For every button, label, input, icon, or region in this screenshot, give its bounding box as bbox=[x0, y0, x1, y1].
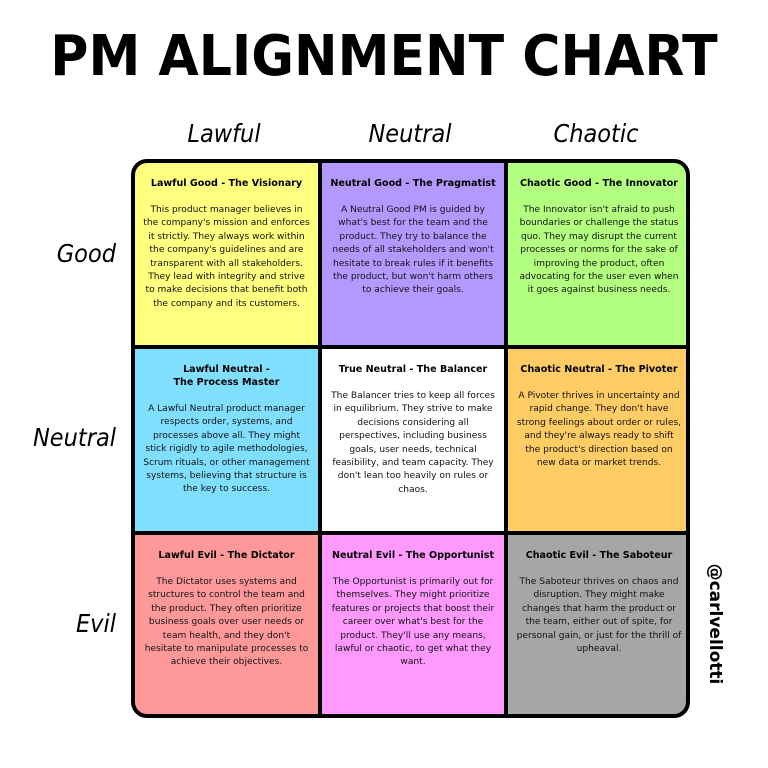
cell-description: The Opportunist is primarily out for the… bbox=[331, 577, 495, 668]
row-label-good: Good bbox=[56, 239, 116, 268]
cell-title: Neutral Good - The Pragmatist bbox=[330, 178, 496, 189]
cell-description: The Saboteur thrives on chaos and disrup… bbox=[516, 577, 682, 655]
cell-description: A Pivoter thrives in uncertainty and rap… bbox=[516, 391, 682, 469]
cell-true-neutral: True Neutral - The Balancer The Balancer… bbox=[322, 349, 504, 531]
cell-title: Neutral Evil - The Opportunist bbox=[331, 550, 495, 561]
cell-lawful-good: Lawful Good - The Visionary This product… bbox=[135, 163, 318, 345]
row-label-neutral: Neutral bbox=[32, 423, 116, 452]
cell-neutral-good: Neutral Good - The Pragmatist A Neutral … bbox=[322, 163, 504, 345]
column-label-chaotic: Chaotic bbox=[553, 119, 639, 148]
alignment-grid: Lawful Good - The Visionary This product… bbox=[131, 159, 690, 718]
cell-description: This product manager believes in the com… bbox=[143, 205, 310, 309]
cell-title: Lawful Neutral - The Process Master bbox=[173, 364, 280, 388]
cell-title: True Neutral - The Balancer bbox=[338, 364, 488, 375]
cell-title: Chaotic Good - The Innovator bbox=[519, 178, 679, 189]
cell-description: The Balancer tries to keep all forces in… bbox=[331, 391, 495, 495]
cell-title: Chaotic Neutral - The Pivoter bbox=[520, 364, 678, 375]
cell-chaotic-evil: Chaotic Evil - The Saboteur The Saboteur… bbox=[508, 535, 686, 714]
chart-title: PM ALIGNMENT CHART bbox=[50, 24, 718, 89]
column-label-lawful: Lawful bbox=[187, 119, 261, 148]
cell-title: Lawful Good - The Visionary bbox=[150, 178, 303, 189]
cell-title: Chaotic Evil - The Saboteur bbox=[525, 550, 673, 561]
cell-chaotic-good: Chaotic Good - The Innovator The Innovat… bbox=[508, 163, 686, 345]
author-handle: @carlvellotti bbox=[705, 563, 725, 685]
cell-lawful-evil: Lawful Evil - The Dictator The Dictator … bbox=[135, 535, 318, 714]
cell-neutral-evil: Neutral Evil - The Opportunist The Oppor… bbox=[322, 535, 504, 714]
cell-chaotic-neutral: Chaotic Neutral - The Pivoter A Pivoter … bbox=[508, 349, 686, 531]
cell-description: The Innovator isn't afraid to push bound… bbox=[519, 205, 679, 296]
cell-description: A Lawful Neutral product manager respect… bbox=[143, 404, 310, 495]
cell-lawful-neutral: Lawful Neutral - The Process Master A La… bbox=[135, 349, 318, 531]
cell-description: The Dictator uses systems and structures… bbox=[144, 577, 309, 668]
cell-description: A Neutral Good PM is guided by what's be… bbox=[332, 205, 494, 296]
cell-title: Lawful Evil - The Dictator bbox=[158, 550, 295, 561]
column-label-neutral: Neutral bbox=[368, 119, 452, 148]
row-label-evil: Evil bbox=[75, 609, 116, 638]
